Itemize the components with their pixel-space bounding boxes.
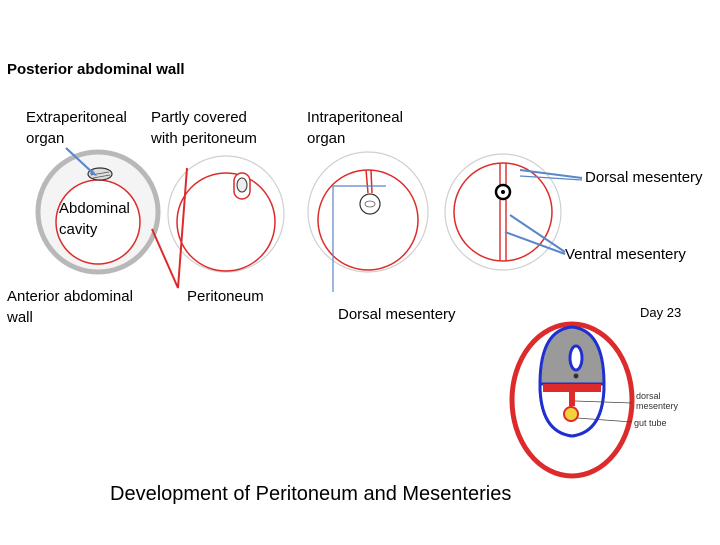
dorsal-mesentery-top-label: Dorsal mesentery — [585, 169, 703, 186]
extraperitoneal-pointer — [65, 147, 95, 175]
intraperitoneal-organ-label: Intraperitoneal organ — [307, 109, 403, 147]
peritoneum-line — [453, 162, 553, 262]
inset-neural-tube — [568, 344, 584, 372]
dorsal-mesentery-top-pointer-2 — [519, 175, 583, 181]
cross-section-partly-covered — [167, 155, 285, 273]
inset-dorsal-mesentery-label: dorsal mesentery — [636, 391, 679, 411]
day-23-label: Day 23 — [640, 305, 682, 320]
dorsal-mesentery-top-pointer — [519, 169, 583, 179]
inset-notochord — [573, 373, 579, 379]
ventral-mesentery-pointer — [509, 214, 566, 253]
anterior-abdominal-wall-label: Anterior abdominal wall — [7, 288, 133, 326]
cross-section-intraperitoneal — [307, 151, 429, 273]
annotation-lines — [65, 147, 583, 292]
peritoneum-line — [317, 169, 419, 271]
gut-lumen — [501, 190, 505, 194]
extraperitoneal-organ-label: Extraperitoneal organ — [26, 109, 127, 147]
ventral-mesentery-line — [499, 200, 507, 261]
cross-section-extraperitoneal — [35, 149, 161, 275]
posterior-abdominal-wall-label: Posterior abdominal wall — [7, 61, 185, 78]
inset-gut-tube-label: gut tube — [634, 418, 667, 428]
ventral-mesentery-label: Ventral mesentery — [565, 246, 686, 263]
day-23-inset — [509, 321, 635, 479]
inset-gut-tube — [563, 406, 579, 422]
intraperitoneal-organ — [359, 193, 381, 215]
partly-covered-organ — [236, 177, 248, 193]
organ-lumen — [364, 200, 376, 208]
inset-dorsal-mesentery-leader — [574, 400, 633, 404]
peritoneum-line — [176, 172, 276, 272]
ventral-mesentery-pointer-2 — [504, 231, 566, 255]
cross-section-mesenteries — [444, 153, 562, 271]
abdominal-cavity-label: Abdominal cavity — [59, 200, 130, 238]
peritoneum-pointer — [151, 167, 188, 289]
mesentery-stalk — [365, 169, 369, 194]
partly-covered-label: Partly covered with peritoneum — [151, 109, 257, 147]
dorsal-mesentery-pointer — [332, 185, 386, 292]
inset-gut-tube-leader — [576, 417, 633, 423]
peritoneum-label: Peritoneum — [187, 288, 264, 305]
organ-hatch — [92, 174, 111, 179]
dorsal-mesentery-line — [499, 163, 507, 185]
inset-dorsal-mesentery — [569, 384, 575, 406]
dorsal-mesentery-mid-label: Dorsal mesentery — [338, 306, 456, 323]
extraperitoneal-organ — [87, 167, 113, 181]
page-title: Development of Peritoneum and Mesenterie… — [110, 483, 512, 505]
mesentery-stalk — [370, 169, 373, 194]
extraperitoneal-arrowhead — [90, 169, 97, 176]
